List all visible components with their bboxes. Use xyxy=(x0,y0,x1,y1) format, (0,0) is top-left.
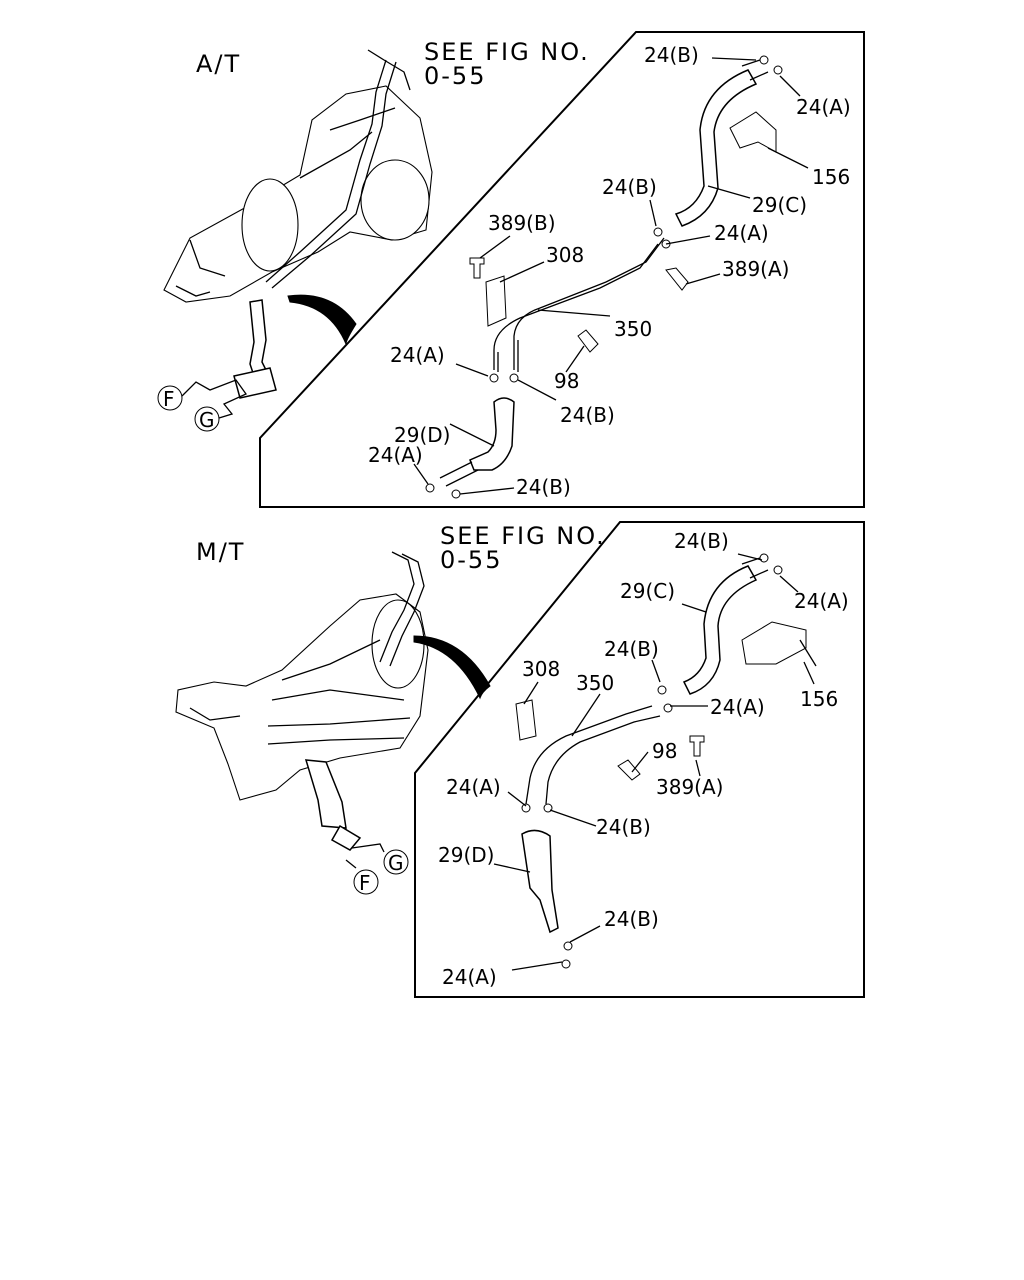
mt-section: M/T SEE FIG NO. 0-55 G F xyxy=(175,521,865,998)
at-bracket-308 xyxy=(485,275,507,327)
mt-connectors: G F xyxy=(345,843,409,895)
at-bolt-389a xyxy=(665,267,689,291)
at-callout-24b-low: 24(B) xyxy=(560,403,615,427)
mt-bracket-308 xyxy=(515,699,537,741)
at-bolt-98 xyxy=(577,329,599,353)
mt-callout-24a-bottom: 24(A) xyxy=(442,965,497,989)
mt-callout-24a-top: 24(A) xyxy=(794,589,849,613)
mt-callout-24b-bottom: 24(B) xyxy=(604,907,659,931)
at-transmission-illustration xyxy=(163,49,433,399)
mt-callout-24b-top: 24(B) xyxy=(674,529,729,553)
mt-connector-f-circle xyxy=(353,869,379,895)
at-callout-24b-bottom: 24(B) xyxy=(516,475,571,499)
at-callout-24a-mid: 24(A) xyxy=(714,221,769,245)
mt-hose-29c xyxy=(682,565,758,695)
at-connector-g-label: G xyxy=(199,408,215,432)
at-connector-f-label: F xyxy=(163,387,175,411)
mt-callout-308: 308 xyxy=(522,657,560,681)
mt-callout-24b-mid: 24(B) xyxy=(604,637,659,661)
at-clip-156 xyxy=(729,111,777,153)
mt-callout-labels: 24(B) 29(C) 24(A) 24(B) 308 350 24(A) 15… xyxy=(438,529,849,989)
mt-bolt-98 xyxy=(617,759,641,781)
mt-transmission-label: M/T xyxy=(196,538,245,566)
mt-connector-leader xyxy=(345,843,385,869)
at-connector-f-circle xyxy=(157,385,183,411)
at-callout-24a-top: 24(A) xyxy=(796,95,851,119)
mt-hose-29d xyxy=(521,829,559,934)
at-section: A/T SEE FIG NO. 0-55 F xyxy=(157,31,865,508)
at-hose-29d xyxy=(469,397,515,471)
mt-callout-24a-low: 24(A) xyxy=(446,775,501,799)
mt-transmission-illustration xyxy=(175,551,491,851)
at-see-fig-line2: 0-55 xyxy=(424,62,486,90)
mt-connector-f-label: F xyxy=(359,871,371,895)
at-transmission-label: A/T xyxy=(196,50,241,78)
at-see-fig-line1: SEE FIG NO. xyxy=(424,38,590,66)
mt-bolt-389a xyxy=(689,735,705,757)
at-connector-g-circle xyxy=(194,406,220,432)
at-connectors: F G xyxy=(157,379,247,432)
at-callout-29c: 29(C) xyxy=(752,193,807,217)
mt-connector-g-label: G xyxy=(388,851,404,875)
at-detail-panel-border xyxy=(259,31,865,508)
at-bolt-389b xyxy=(469,257,485,279)
at-hose-29c xyxy=(674,69,758,227)
mt-callout-156: 156 xyxy=(800,687,838,711)
at-callout-24b-top: 24(B) xyxy=(644,43,699,67)
at-callout-labels: 24(B) 24(A) 156 29(C) 24(B) 24(A) 389(B)… xyxy=(368,43,851,499)
mt-callout-389a: 389(A) xyxy=(656,775,723,799)
at-callout-389b: 389(B) xyxy=(488,211,556,235)
mt-callout-98: 98 xyxy=(652,739,677,763)
mt-clip-156 xyxy=(741,621,807,665)
at-callout-308: 308 xyxy=(546,243,584,267)
at-callout-24b-mid: 24(B) xyxy=(602,175,657,199)
mt-callout-24a-mid: 24(A) xyxy=(710,695,765,719)
mt-callout-29c: 29(C) xyxy=(620,579,675,603)
at-callout-24a-low: 24(A) xyxy=(390,343,445,367)
mt-connector-g-circle xyxy=(383,849,409,875)
at-callout-29d: 29(D) xyxy=(394,423,450,447)
at-callout-156: 156 xyxy=(812,165,850,189)
mt-callout-24b-low: 24(B) xyxy=(596,815,651,839)
at-connector-leader xyxy=(181,379,247,419)
mt-see-fig-line2: 0-55 xyxy=(440,546,502,574)
mt-callout-29d: 29(D) xyxy=(438,843,494,867)
mt-callout-350: 350 xyxy=(576,671,614,695)
at-callout-389a: 389(A) xyxy=(722,257,789,281)
at-callout-24a-bottom: 24(A) xyxy=(368,443,423,467)
mt-leader-lines xyxy=(493,553,815,971)
at-leader-lines xyxy=(413,57,809,495)
mt-detail-panel-border xyxy=(414,521,865,998)
mt-see-fig-line1: SEE FIG NO. xyxy=(440,522,606,550)
at-callout-350: 350 xyxy=(614,317,652,341)
at-callout-98: 98 xyxy=(554,369,579,393)
mt-detail-parts xyxy=(515,553,817,969)
